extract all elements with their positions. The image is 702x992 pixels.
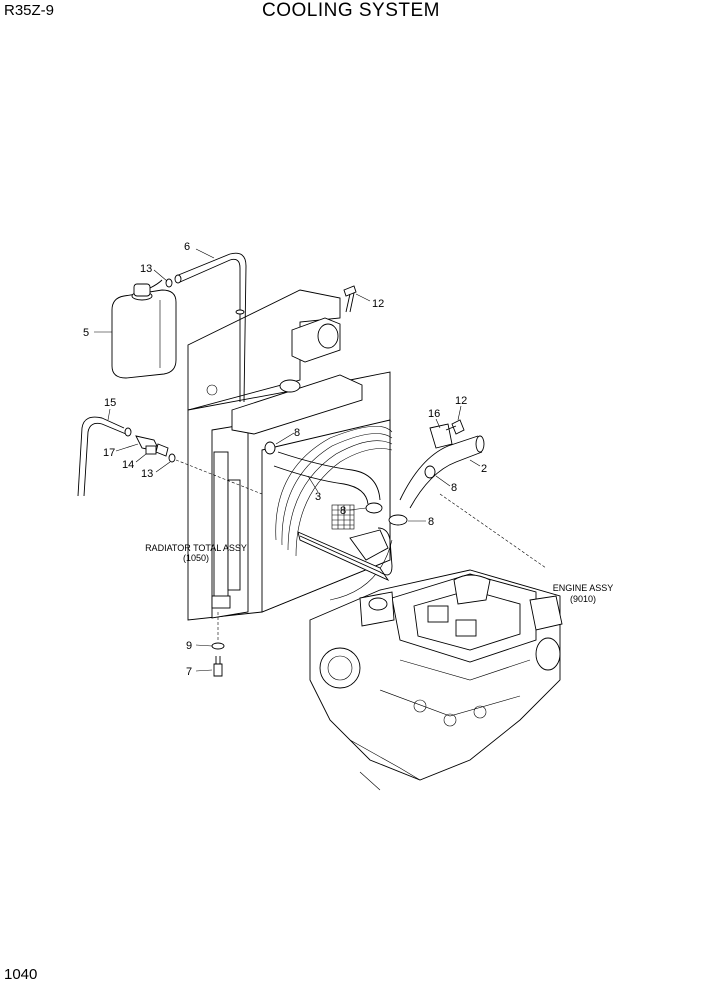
callout-9: 9: [186, 640, 192, 652]
drain-valve: [135, 435, 169, 457]
radiator-ref-label: RADIATOR TOTAL ASSY: [145, 543, 247, 553]
washer-9: [211, 642, 225, 650]
engine-assembly: [309, 569, 563, 791]
callout-5: 5: [83, 327, 89, 339]
callout-3: 3: [315, 491, 321, 503]
callout-6: 6: [184, 241, 190, 253]
clamp-13-top: [165, 278, 173, 288]
lower-hose: [399, 423, 485, 509]
callout-2: 2: [481, 463, 487, 475]
callout-17: 17: [103, 447, 115, 459]
radiator-assembly: [187, 289, 393, 621]
bolt-12-right: [445, 419, 465, 435]
page-number: 1040: [4, 966, 38, 983]
drain-hose: [77, 416, 132, 497]
callout-7: 7: [186, 666, 192, 678]
callout-12: 12: [372, 298, 384, 310]
callout-8: 8: [428, 516, 434, 528]
leader-lines: [94, 248, 481, 672]
callout-15: 15: [104, 397, 116, 409]
callout-12: 12: [455, 395, 467, 407]
callout-16: 16: [428, 408, 440, 420]
overflow-hose: [174, 252, 247, 403]
engine-ref-label: ENGINE ASSY: [553, 583, 614, 593]
callout-8: 8: [451, 482, 457, 494]
page-title: COOLING SYSTEM: [261, 0, 441, 21]
callout-13: 13: [140, 263, 152, 275]
callout-13: 13: [141, 468, 153, 480]
callout-labels: 6 13 5 12 15 17 14 13 8 3 16 12 2 8 8 8 …: [83, 241, 487, 678]
callout-14: 14: [122, 459, 134, 471]
bypass-pipe: [299, 527, 393, 576]
reference-labels: RADIATOR TOTAL ASSY (1050) ENGINE ASSY (…: [145, 543, 613, 604]
callout-8: 8: [340, 505, 346, 517]
clamp-13-bottom: [168, 453, 176, 463]
radiator-ref-code: (1050): [183, 553, 209, 563]
model-code: R35Z-9: [4, 2, 55, 19]
clamp-8-lower: [388, 514, 408, 526]
reservoir-tank: [111, 279, 177, 379]
engine-ref-code: (9010): [570, 594, 596, 604]
upper-hose: [264, 441, 383, 514]
bolt-12-top: [343, 285, 357, 313]
callout-8: 8: [294, 427, 300, 439]
bolt-7: [213, 656, 223, 677]
